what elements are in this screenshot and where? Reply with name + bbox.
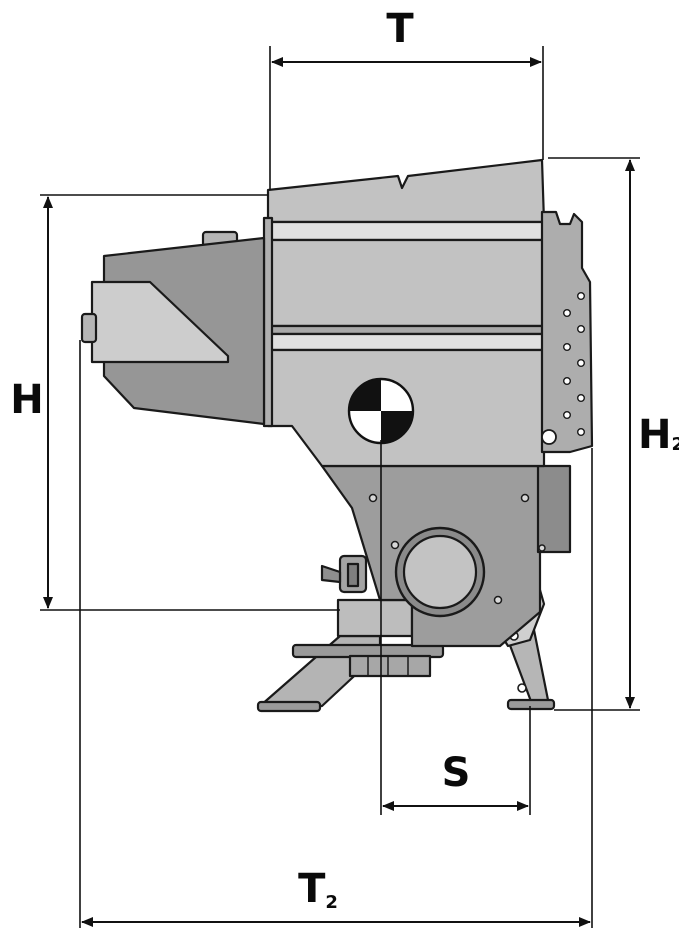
machine-body [80, 158, 594, 713]
label-stand-spacing: S [442, 750, 471, 796]
front-box [80, 230, 266, 426]
front-stand [256, 598, 445, 713]
lock-lever [320, 554, 368, 594]
label-overall-height: H2 [638, 412, 679, 458]
center-of-gravity-icon [347, 377, 415, 445]
rear-frame [540, 210, 594, 454]
drive-shaft-housing [394, 526, 486, 618]
label-overall-depth: T2 [298, 866, 338, 913]
dimension-lines [40, 46, 640, 928]
label-height: H [10, 377, 43, 423]
label-depth: T [386, 6, 414, 52]
